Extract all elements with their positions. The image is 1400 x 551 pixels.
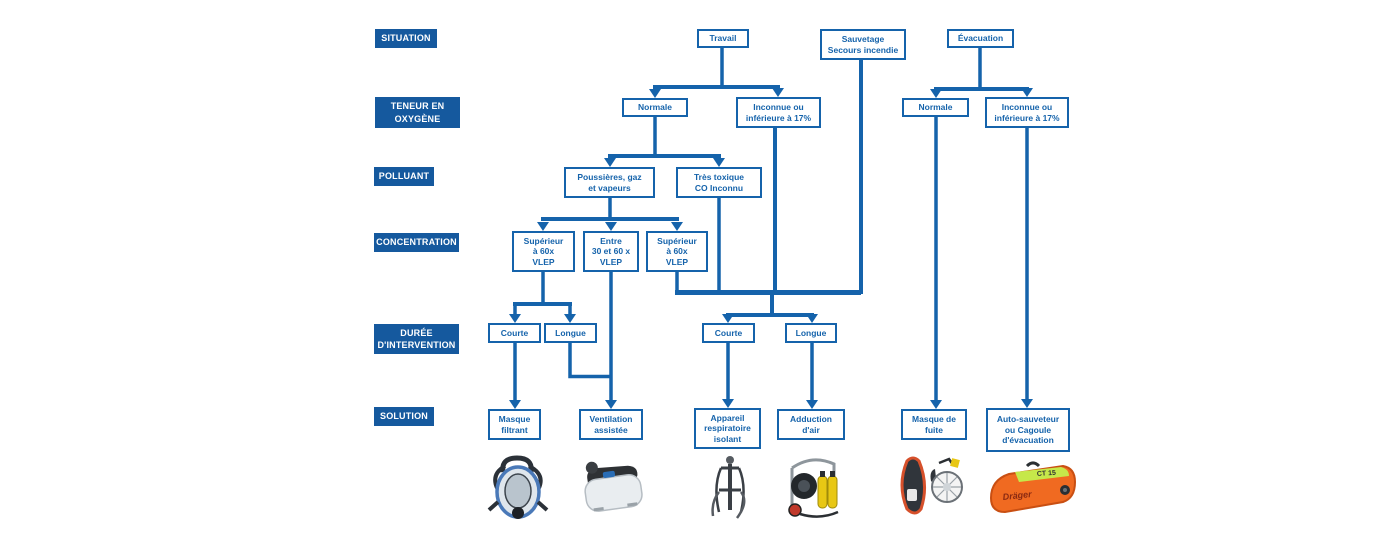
- row-label-teneur-oxygene: TENEUR EN OXYGÈNE: [375, 97, 460, 128]
- full-face-mask-photo: [487, 455, 549, 519]
- node-evacuation: Évacuation: [947, 29, 1014, 48]
- node-longue-2: Longue: [785, 323, 837, 343]
- arrowhead-tres-toxique: [713, 158, 725, 167]
- arrowhead-normale-travail: [649, 89, 661, 98]
- row-label-polluant: POLLUANT: [374, 167, 434, 186]
- row-label-duree: DURÉE D'INTERVENTION: [374, 324, 459, 354]
- node-masque-fuite: Masque de fuite: [901, 409, 967, 440]
- arrowhead-normale-evac: [930, 89, 942, 98]
- powered-air-respirator-photo: [584, 461, 643, 512]
- node-ventilation: Ventilation assistée: [579, 409, 643, 440]
- arrowhead-inconnue-evac: [1021, 88, 1033, 97]
- arrowhead-conc-entre: [605, 222, 617, 231]
- bag-model-label: CT 15: [1037, 470, 1057, 478]
- arrowhead-adduction: [806, 400, 818, 409]
- escape-mask-photo: [900, 456, 963, 515]
- arrowhead-courte-1: [509, 314, 521, 323]
- arrowhead-courte-2: [722, 314, 734, 323]
- bag-brand-label: Dräger: [1002, 489, 1032, 502]
- arrowhead-conc-sup-1: [537, 222, 549, 231]
- arrowhead-auto-sauveteur: [1021, 399, 1033, 408]
- airline-trolley-photo: [788, 458, 839, 518]
- arrowhead-poussieres: [604, 158, 616, 167]
- arrowhead-inconnue-travail: [772, 88, 784, 97]
- node-normale-evac: Normale: [902, 98, 969, 117]
- node-masque-filtrant: Masque filtrant: [488, 409, 541, 440]
- node-sauvetage: Sauvetage Secours incendie: [820, 29, 906, 60]
- arrowhead-appareil: [722, 399, 734, 408]
- row-label-situation: SITUATION: [375, 29, 437, 48]
- node-longue-1: Longue: [544, 323, 597, 343]
- node-conc-sup-1: Supérieur à 60x VLEP: [512, 231, 575, 272]
- rescue-bag-photo: CT 15 Dräger: [989, 461, 1077, 514]
- arrowhead-conc-sup-2: [671, 222, 683, 231]
- node-normale-travail: Normale: [622, 98, 688, 117]
- connector-longue1-elbow: [568, 343, 611, 379]
- row-label-concentration: CONCENTRATION: [374, 233, 459, 252]
- row-label-solution: SOLUTION: [374, 407, 434, 426]
- node-courte-1: Courte: [488, 323, 541, 343]
- arrowhead-masque-fuite: [930, 400, 942, 409]
- connector-duree-stubs-1: [513, 305, 572, 315]
- arrowhead-longue-1: [564, 314, 576, 323]
- node-inconnue-travail: Inconnue ou inférieure à 17%: [736, 97, 821, 128]
- node-poussieres: Poussières, gaz et vapeurs: [564, 167, 655, 198]
- node-inconnue-evac: Inconnue ou inférieure à 17%: [985, 97, 1069, 128]
- arrowhead-ventilation: [605, 400, 617, 409]
- node-appareil: Appareil respiratoire isolant: [694, 408, 761, 449]
- arrowhead-longue-2: [806, 314, 818, 323]
- node-courte-2: Courte: [702, 323, 755, 343]
- node-conc-entre: Entre 30 et 60 x VLEP: [583, 231, 639, 272]
- node-tres-toxique: Très toxique CO Inconnu: [676, 167, 762, 198]
- node-adduction: Adduction d'air: [777, 409, 845, 440]
- arrowhead-masque-filtrant: [509, 400, 521, 409]
- node-conc-sup-2: Supérieur à 60x VLEP: [646, 231, 708, 272]
- node-travail: Travail: [697, 29, 749, 48]
- node-auto-sauveteur: Auto-sauveteur ou Cagoule d'évacuation: [986, 408, 1070, 452]
- scba-harness-photo: [711, 456, 746, 519]
